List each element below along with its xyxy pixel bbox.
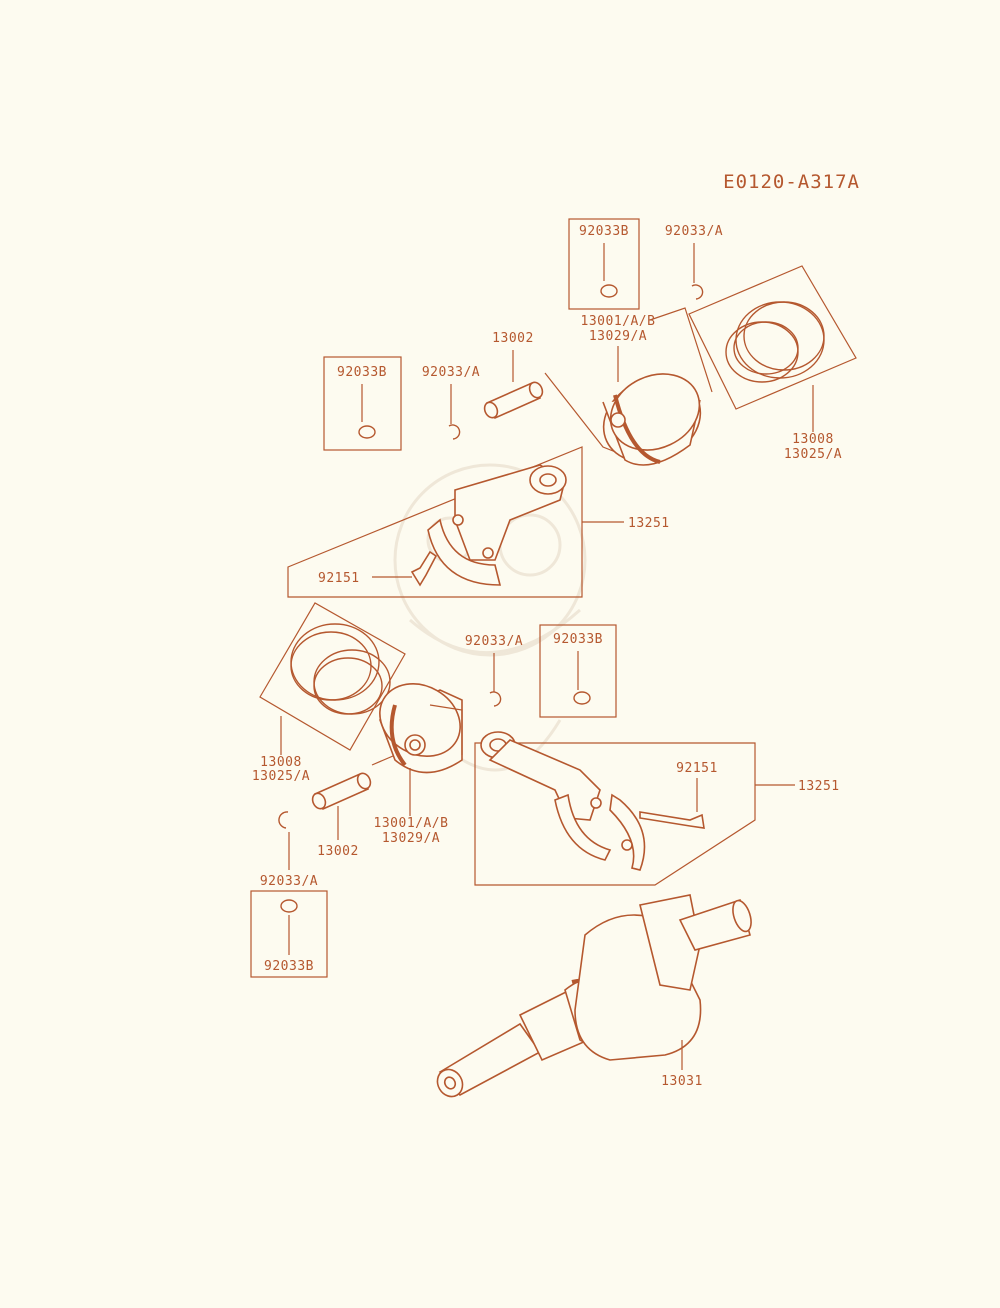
piston-pin-bottom[interactable]: [310, 755, 394, 840]
crankshaft[interactable]: [433, 894, 755, 1101]
snap-ring-a-bottom[interactable]: [278, 811, 290, 870]
part-label-13251: 13251: [628, 516, 670, 531]
piston-pin-top[interactable]: 13002: [482, 331, 545, 420]
snap-ring-box-top-left[interactable]: 92033B: [323, 356, 402, 451]
snap-ring-a-part-mid: [489, 691, 502, 707]
part-label-92033a-left: 92033/A: [422, 365, 480, 380]
piston-ring-set-left[interactable]: [259, 602, 406, 755]
snap-ring-a-mid[interactable]: 92033/A: [465, 634, 523, 707]
piston-top[interactable]: [544, 307, 714, 477]
snap-ring-a-top-right[interactable]: 92033/A: [665, 224, 723, 300]
part-label-92033a: 92033/A: [665, 224, 723, 239]
part-label-92033a-bottom: 92033/A: [260, 874, 318, 889]
part-label-13251-bottom: 13251: [798, 779, 840, 794]
snap-ring-box-mid[interactable]: 92033B: [539, 624, 617, 718]
part-label-13008: 13008: [792, 432, 834, 447]
part-label-92151-bottom: 92151: [676, 761, 718, 776]
snap-ring-a-part-left: [448, 424, 461, 440]
part-label-13001-bottom: 13001/A/B: [374, 816, 449, 831]
snap-ring-a-part: [691, 284, 704, 300]
snap-ring-box-bottom[interactable]: 92033B: [250, 890, 328, 978]
part-label-92033a-mid: 92033/A: [465, 634, 523, 649]
connecting-rod-top[interactable]: [287, 446, 624, 598]
part-label-13001: 13001/A/B: [581, 314, 656, 329]
part-label-13002: 13002: [492, 331, 534, 346]
part-label-13025: 13025/A: [784, 447, 842, 462]
part-label-13002-bottom: 13002: [317, 844, 359, 859]
part-label-13008-left: 13008: [260, 755, 302, 770]
piston-bottom[interactable]: [367, 670, 474, 816]
part-label-92151: 92151: [318, 571, 360, 586]
snap-ring-b-part-mid: [573, 691, 591, 705]
part-label-92033b: 92033B: [579, 224, 629, 239]
snap-ring-b-part-left: [358, 425, 376, 439]
snap-ring-a-top-left[interactable]: 92033/A: [422, 365, 480, 440]
part-label-13025-left: 13025/A: [252, 769, 310, 784]
part-label-13031: 13031: [661, 1074, 703, 1089]
part-label-92033b-mid: 92033B: [553, 632, 603, 647]
part-label-13029-bottom: 13029/A: [382, 831, 440, 846]
snap-ring-b-part-bottom: [280, 899, 298, 913]
snap-ring-a-part-bottom: [278, 811, 289, 829]
snap-ring-box-top-right[interactable]: 92033B: [568, 218, 640, 310]
part-label-92033b-bottom: 92033B: [264, 959, 314, 974]
part-label-13029: 13029/A: [589, 329, 647, 344]
snap-ring-b-part: [600, 284, 618, 298]
part-label-92033b-left: 92033B: [337, 365, 387, 380]
diagram-code: E0120-A317A: [723, 171, 860, 193]
connecting-rod-bottom[interactable]: [474, 731, 795, 886]
piston-ring-set-top[interactable]: [688, 265, 857, 432]
